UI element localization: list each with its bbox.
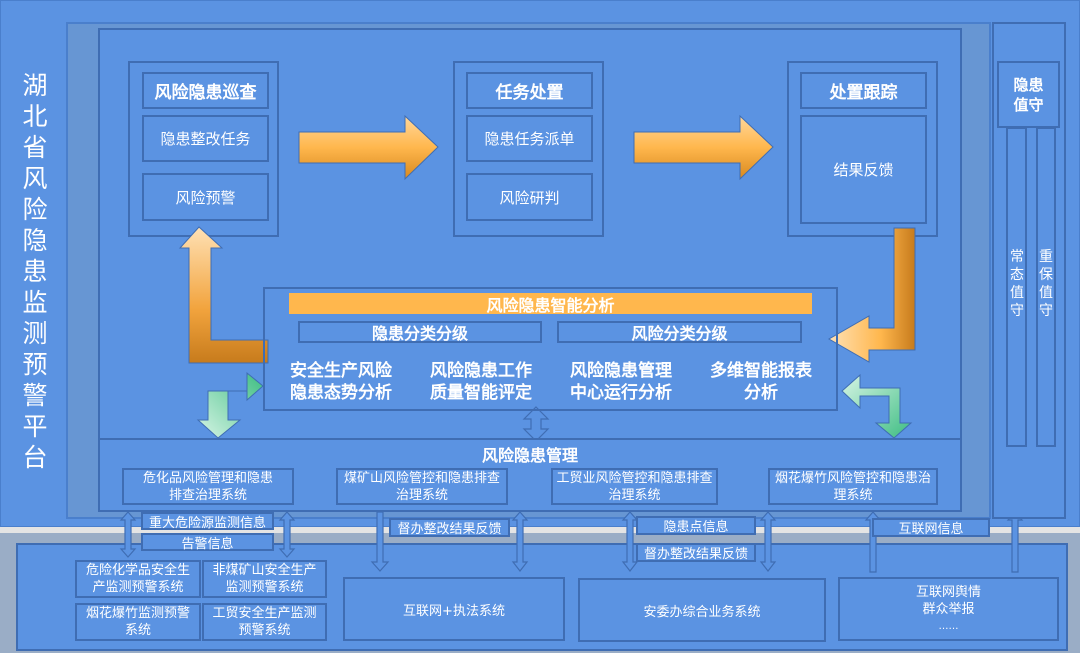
management-system[interactable]: 煤矿山风险管控和隐患排查治理系统 xyxy=(336,468,508,505)
system-line: 工贸业风险管控和隐患排查 xyxy=(556,470,713,486)
system-line: 危险化学品安全生 xyxy=(85,563,190,578)
system-line: 理系统 xyxy=(833,487,873,503)
arrow-updown-icon xyxy=(759,511,777,572)
arrow-right-icon xyxy=(298,114,439,181)
duty-title-line: 值守 xyxy=(1013,95,1044,114)
system-line: 排查治理系统 xyxy=(168,487,247,503)
arrow-up-icon xyxy=(1006,511,1024,573)
monitor-system[interactable]: 危险化学品安全生产监测预警系统 xyxy=(75,560,201,598)
analysis-item-line: 质量智能评定 xyxy=(430,383,532,403)
analysis-item[interactable]: 多维智能报表 分析 xyxy=(706,360,816,404)
analysis-item-line: 分析 xyxy=(744,383,778,403)
system-line: 监测预警系统 xyxy=(225,580,304,595)
flow-label: 重大危险源监测信息 xyxy=(141,512,274,531)
stage-track-item[interactable]: 结果反馈 xyxy=(800,115,927,224)
duty-title-line: 隐患 xyxy=(1013,75,1044,94)
duty-column-vip[interactable] xyxy=(1036,127,1056,447)
flow-label: 告警信息 xyxy=(141,533,274,552)
monitor-system[interactable]: 烟花爆竹监测预警系统 xyxy=(75,603,201,641)
arrow-bend-icon xyxy=(841,373,913,439)
public-opinion-system[interactable]: 互联网舆情 群众举报 …… xyxy=(838,577,1059,641)
arrow-updown-icon xyxy=(522,406,550,442)
arrow-down-icon xyxy=(370,511,390,572)
system-line: 非煤矿山安全生产 xyxy=(212,563,317,578)
arrow-bend-icon xyxy=(196,371,264,439)
flow-label: 督办整改结果反馈 xyxy=(636,543,756,562)
flow-label: 隐患点信息 xyxy=(636,516,756,535)
monitor-system[interactable]: 非煤矿山安全生产监测预警系统 xyxy=(202,560,327,598)
arrow-right-icon xyxy=(633,114,774,181)
system-line: 治理系统 xyxy=(608,487,661,503)
analysis-category[interactable]: 隐患分类分级 xyxy=(298,321,542,343)
management-title[interactable]: 风险隐患管理 xyxy=(481,446,578,465)
duty-normal-label: 常态值守 xyxy=(1010,249,1024,319)
analysis-item-line: 安全生产风险 xyxy=(290,361,392,381)
analysis-item-line: 风险隐患管理 xyxy=(570,361,672,381)
system-line: 预警系统 xyxy=(238,623,291,638)
analysis-category[interactable]: 风险分类分级 xyxy=(557,321,802,343)
analysis-item-line: 多维智能报表 xyxy=(710,361,812,381)
management-block xyxy=(98,438,962,512)
duty-vip-label: 重保值守 xyxy=(1039,249,1053,319)
duty-column-normal[interactable] xyxy=(1006,127,1027,447)
system-line: 治理系统 xyxy=(395,487,448,503)
analysis-item[interactable]: 安全生产风险 隐患态势分析 xyxy=(286,360,396,404)
public-line: …… xyxy=(938,620,959,632)
analysis-item[interactable]: 风险隐患管理 中心运行分析 xyxy=(566,360,676,404)
stage-dispose-title[interactable]: 任务处置 xyxy=(466,72,593,109)
analysis-item-line: 隐患态势分析 xyxy=(290,383,392,403)
flow-label: 互联网信息 xyxy=(872,518,990,537)
system-line: 工贸安全生产监测 xyxy=(212,606,317,621)
management-system[interactable]: 工贸业风险管控和隐患排查治理系统 xyxy=(551,468,718,505)
stage-patrol-item[interactable]: 风险预警 xyxy=(142,173,269,221)
stage-track xyxy=(787,61,938,237)
arrow-updown-icon xyxy=(621,511,639,572)
management-system[interactable]: 烟花爆竹风险管控和隐患治理系统 xyxy=(768,468,938,505)
analysis-item[interactable]: 风险隐患工作 质量智能评定 xyxy=(426,360,536,404)
stage-track-title[interactable]: 处置跟踪 xyxy=(800,72,927,109)
system-line: 烟花爆竹风险管控和隐患治 xyxy=(774,470,931,486)
system-line: 煤矿山风险管控和隐患排查 xyxy=(343,470,500,486)
arrow-updown-icon xyxy=(511,511,529,572)
arrow-updown-icon xyxy=(119,511,137,558)
analysis-title[interactable]: 风险隐患智能分析 xyxy=(289,293,812,315)
flow-label: 督办整改结果反馈 xyxy=(389,518,510,537)
platform-title: 湖北省风险隐患监测预警平台 xyxy=(22,71,48,472)
stage-dispose xyxy=(453,61,604,237)
analysis-item-line: 中心运行分析 xyxy=(570,383,672,403)
arrow-left-icon xyxy=(827,227,916,363)
system-line: 产监测预警系统 xyxy=(92,580,184,595)
analysis-item-line: 风险隐患工作 xyxy=(430,361,532,381)
management-system[interactable]: 危化品风险管理和隐患排查治理系统 xyxy=(122,468,294,505)
safety-office-system[interactable]: 安委办综合业务系统 xyxy=(578,578,826,642)
system-line: 危化品风险管理和隐患 xyxy=(142,470,273,486)
public-line: 群众举报 xyxy=(922,601,975,617)
system-line: 烟花爆竹监测预警 xyxy=(85,606,190,621)
system-line: 系统 xyxy=(124,623,151,638)
enforcement-system[interactable]: 互联网+执法系统 xyxy=(343,577,565,641)
stage-patrol-title[interactable]: 风险隐患巡查 xyxy=(142,72,269,109)
monitor-system[interactable]: 工贸安全生产监测预警系统 xyxy=(202,603,327,641)
analysis-block xyxy=(263,287,838,411)
arrow-updown-icon xyxy=(278,511,296,558)
public-line: 互联网舆情 xyxy=(915,584,981,600)
stage-dispose-item[interactable]: 风险研判 xyxy=(466,173,593,221)
stage-dispose-item[interactable]: 隐患任务派单 xyxy=(466,115,593,162)
duty-title[interactable]: 隐患 值守 xyxy=(997,61,1060,128)
arrow-up-icon xyxy=(178,226,269,364)
stage-patrol-item[interactable]: 隐患整改任务 xyxy=(142,115,269,162)
